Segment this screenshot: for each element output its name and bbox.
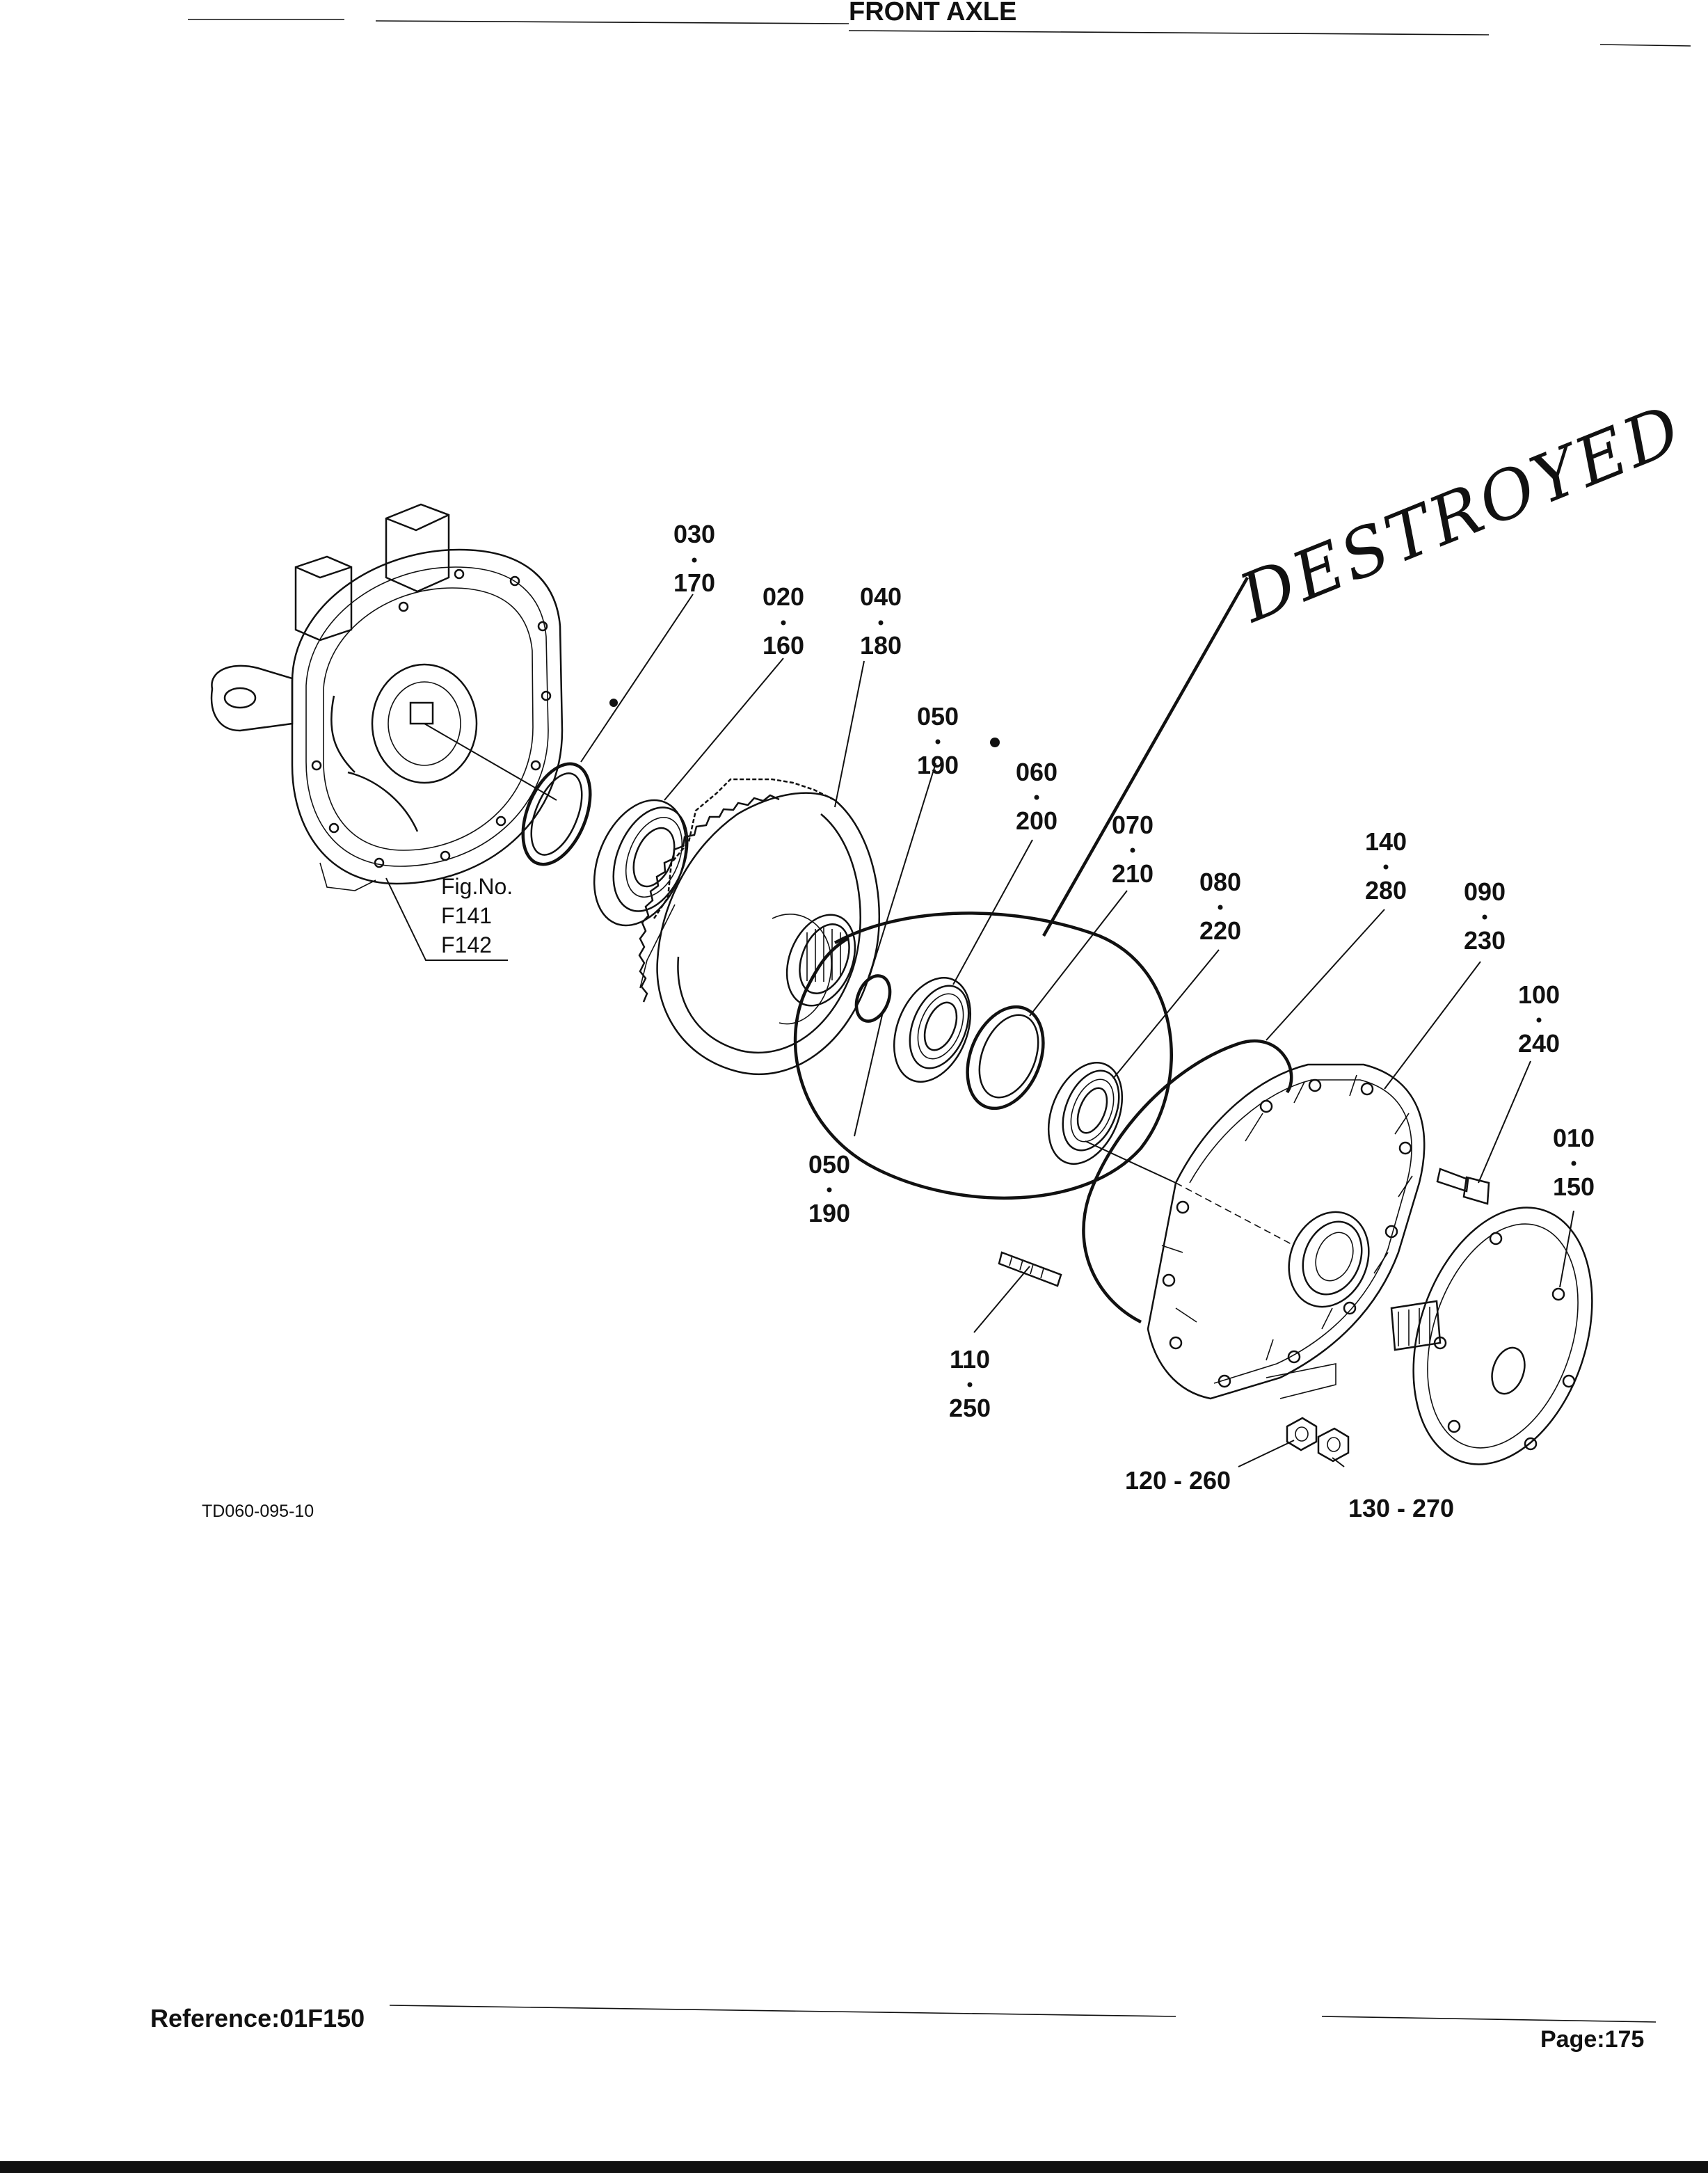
nut-130 (1317, 1427, 1350, 1463)
callout-top: 050 (808, 1150, 850, 1179)
header-rule (188, 19, 1691, 47)
callout-bottom: 180 (860, 631, 902, 660)
callout-top: 040 (860, 582, 902, 611)
callout-bottom: 160 (763, 631, 804, 660)
callout-080-220: 080 220 (1199, 868, 1241, 945)
axle-case-housing (210, 503, 564, 891)
callout-bottom: 190 (808, 1199, 850, 1227)
callout-060-200: 060 200 (1016, 758, 1057, 835)
callout-110-250: 110 250 (949, 1345, 991, 1422)
callout-top: 010 (1553, 1124, 1595, 1152)
callout-top: 140 (1365, 827, 1407, 856)
callout-070-210: 070 210 (1112, 811, 1154, 888)
callout-140-280: 140 280 (1365, 827, 1407, 905)
callout-050-190-lower: 050 190 (808, 1150, 850, 1227)
axle-cover-090 (1147, 1063, 1426, 1400)
callout-top: 080 (1199, 868, 1241, 896)
callout-bottom: 210 (1112, 859, 1154, 888)
callout-030-170: 030 170 (673, 520, 715, 597)
snap-ring-050 (854, 974, 892, 1023)
fig-ref-f141[interactable]: F141 (441, 903, 492, 928)
ball-bearing-060 (893, 977, 972, 1083)
callout-bottom: 220 (1199, 916, 1241, 945)
cover-bolt-lugs (1162, 1078, 1412, 1388)
bevel-gear-040 (638, 778, 880, 1076)
callout-top: 060 (1016, 758, 1057, 786)
stud-110 (998, 1251, 1062, 1287)
callout-inline: 120 - 260 (1125, 1466, 1231, 1495)
bottom-edge-bar (0, 2161, 1708, 2173)
callout-bottom: 170 (673, 568, 715, 597)
callout-bottom: 240 (1518, 1029, 1560, 1058)
callout-020-160: 020 160 (763, 582, 804, 660)
callout-bottom: 150 (1553, 1172, 1595, 1201)
callout-top: 030 (673, 520, 715, 548)
annotation-text: DESTROYED (1228, 390, 1693, 638)
callout-010-150: 010 150 (1553, 1124, 1595, 1201)
callout-top: 090 (1464, 877, 1506, 906)
callout-100-240: 100 240 (1518, 980, 1560, 1058)
nut-120 (1286, 1417, 1318, 1451)
fig-ref-label: Fig.No. (441, 874, 513, 899)
ball-bearing-020 (593, 799, 689, 927)
axle-flange-010 (1390, 1207, 1593, 1465)
callout-120-260: 120 - 260 (1125, 1466, 1231, 1495)
callout-bottom: 250 (949, 1394, 991, 1422)
o-ring-140 (1082, 1039, 1293, 1324)
page-number: Page:175 (1540, 2026, 1645, 2053)
housing-bolt-holes (311, 568, 552, 868)
oil-seal-030 (521, 762, 592, 866)
callout-leaders (580, 576, 1574, 1467)
handwritten-annotation: DESTROYED (1228, 390, 1693, 638)
callout-bottom: 190 (917, 751, 959, 779)
callout-090-230: 090 230 (1464, 877, 1506, 955)
shaft-centerline (424, 723, 1295, 1246)
illustration-code: TD060-095-10 (202, 1502, 314, 1521)
callout-bottom: 200 (1016, 806, 1057, 835)
callout-inline: 130 - 270 (1348, 1494, 1454, 1522)
shim-070 (966, 1005, 1045, 1111)
bolt-100 (1436, 1168, 1490, 1205)
hand-drawn-circle (793, 912, 1173, 1200)
callout-040-180: 040 180 (860, 582, 902, 660)
footer-rule (389, 2005, 1657, 2023)
page-title: FRONT AXLE (849, 0, 1017, 26)
flange-bolt-holes (1433, 1232, 1576, 1451)
callout-130-270: 130 - 270 (1348, 1494, 1454, 1522)
callout-top: 100 (1518, 980, 1560, 1009)
callout-bottom: 280 (1365, 876, 1407, 905)
ball-bearing-080 (1047, 1062, 1124, 1165)
callout-top: 050 (917, 702, 959, 731)
fig-ref-f142[interactable]: F142 (441, 932, 492, 957)
callout-top: 020 (763, 582, 804, 611)
figure-reference-leader (385, 877, 508, 961)
callout-top: 070 (1112, 811, 1154, 839)
callout-050-190-upper: 050 190 (917, 702, 959, 779)
reference-code: Reference:01F150 (150, 2004, 365, 2032)
callout-bottom: 230 (1464, 926, 1506, 955)
callout-top: 110 (950, 1345, 990, 1374)
